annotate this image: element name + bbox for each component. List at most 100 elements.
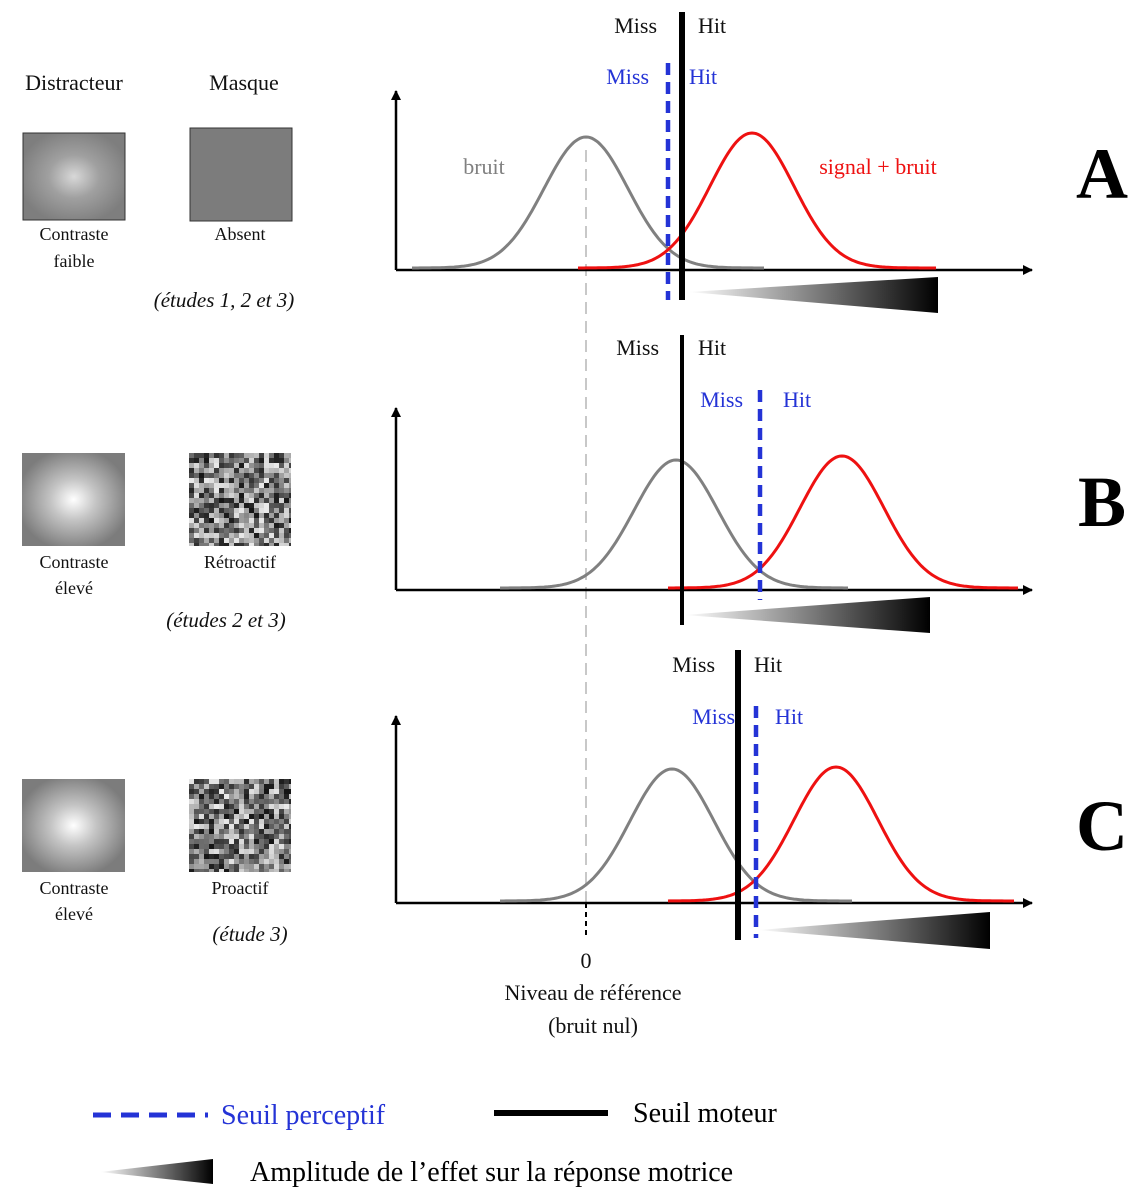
studies-label-b: (études 2 et 3) <box>166 608 286 632</box>
noise-cell <box>219 528 224 533</box>
noise-cell <box>254 829 259 834</box>
noise-cell <box>219 819 224 824</box>
noise-cell <box>274 473 279 478</box>
noise-cell <box>249 533 254 538</box>
noise-cell <box>259 799 264 804</box>
noise-cell <box>254 824 259 829</box>
noise-cell <box>219 493 224 498</box>
noise-cell <box>229 458 234 463</box>
noise-cell <box>249 483 254 488</box>
noise-cell <box>219 854 224 859</box>
noise-cell <box>269 543 274 546</box>
noise-cell <box>254 854 259 859</box>
noise-cell <box>269 533 274 538</box>
noise-cell <box>244 488 249 493</box>
noise-cell <box>249 804 254 809</box>
noise-cell <box>209 503 214 508</box>
noise-cell <box>239 538 244 543</box>
noise-cell <box>194 493 199 498</box>
noise-cell <box>189 453 194 458</box>
noise-cell <box>229 488 234 493</box>
noise-cell <box>209 829 214 834</box>
noise-cell <box>279 498 284 503</box>
noise-cell <box>234 478 239 483</box>
noise-cell <box>239 543 244 546</box>
noise-cell <box>214 779 219 784</box>
noise-cell <box>284 523 289 528</box>
noise-cell <box>234 824 239 829</box>
noise-cell <box>199 528 204 533</box>
noise-cell <box>289 478 291 483</box>
noise-cell <box>224 869 229 872</box>
noise-cell <box>194 533 199 538</box>
noise-cell <box>209 513 214 518</box>
noise-cell <box>264 518 269 523</box>
noise-cell <box>224 518 229 523</box>
noise-cell <box>204 463 209 468</box>
noise-cell <box>254 839 259 844</box>
noise-cell <box>224 859 229 864</box>
noise-cell <box>269 478 274 483</box>
noise-cell <box>289 453 291 458</box>
noise-cell <box>289 799 291 804</box>
noise-cell <box>259 538 264 543</box>
noise-cell <box>204 458 209 463</box>
noise-cell <box>289 468 291 473</box>
noise-cell <box>284 458 289 463</box>
noise-cell <box>199 483 204 488</box>
noise-cell <box>244 809 249 814</box>
noise-cell <box>234 819 239 824</box>
noise-cell <box>214 829 219 834</box>
noise-cell <box>259 794 264 799</box>
noise-cell <box>264 794 269 799</box>
noise-cell <box>239 789 244 794</box>
noise-cell <box>224 483 229 488</box>
noise-cell <box>269 864 274 869</box>
noise-cell <box>209 799 214 804</box>
noise-cell <box>249 784 254 789</box>
noise-cell <box>289 538 291 543</box>
noise-cell <box>219 809 224 814</box>
noise-cell <box>199 458 204 463</box>
noise-cell <box>269 859 274 864</box>
noise-cell <box>204 834 209 839</box>
mask-patch-retroactive <box>189 453 291 546</box>
noise-cell <box>224 779 229 784</box>
noise-cell <box>229 779 234 784</box>
mask-label-a: Absent <box>215 224 266 244</box>
noise-cell <box>224 458 229 463</box>
distractor-patch-high-contrast-b <box>22 453 125 546</box>
noise-cell <box>214 864 219 869</box>
distractor-label-a-line2: faible <box>54 251 95 271</box>
noise-cell <box>289 844 291 849</box>
noise-cell <box>269 508 274 513</box>
noise-cell <box>244 834 249 839</box>
noise-cell <box>224 508 229 513</box>
noise-cell <box>279 844 284 849</box>
noise-cell <box>204 508 209 513</box>
noise-cell <box>254 834 259 839</box>
noise-cell <box>259 473 264 478</box>
noise-cell <box>219 864 224 869</box>
noise-cell <box>269 839 274 844</box>
noise-cell <box>189 844 194 849</box>
noise-cell <box>254 809 259 814</box>
noise-cell <box>194 859 199 864</box>
noise-cell <box>209 809 214 814</box>
noise-cell <box>209 463 214 468</box>
noise-cell <box>264 493 269 498</box>
noise-cell <box>234 799 239 804</box>
noise-cell <box>279 538 284 543</box>
noise-cell <box>239 784 244 789</box>
noise-cell <box>214 538 219 543</box>
noise-cell <box>279 528 284 533</box>
noise-cell <box>194 518 199 523</box>
noise-cell <box>209 779 214 784</box>
noise-cell <box>189 789 194 794</box>
noise-cell <box>204 533 209 538</box>
noise-cell <box>254 513 259 518</box>
noise-cell <box>214 483 219 488</box>
noise-cell <box>264 498 269 503</box>
noise-cell <box>209 804 214 809</box>
noise-cell <box>239 849 244 854</box>
